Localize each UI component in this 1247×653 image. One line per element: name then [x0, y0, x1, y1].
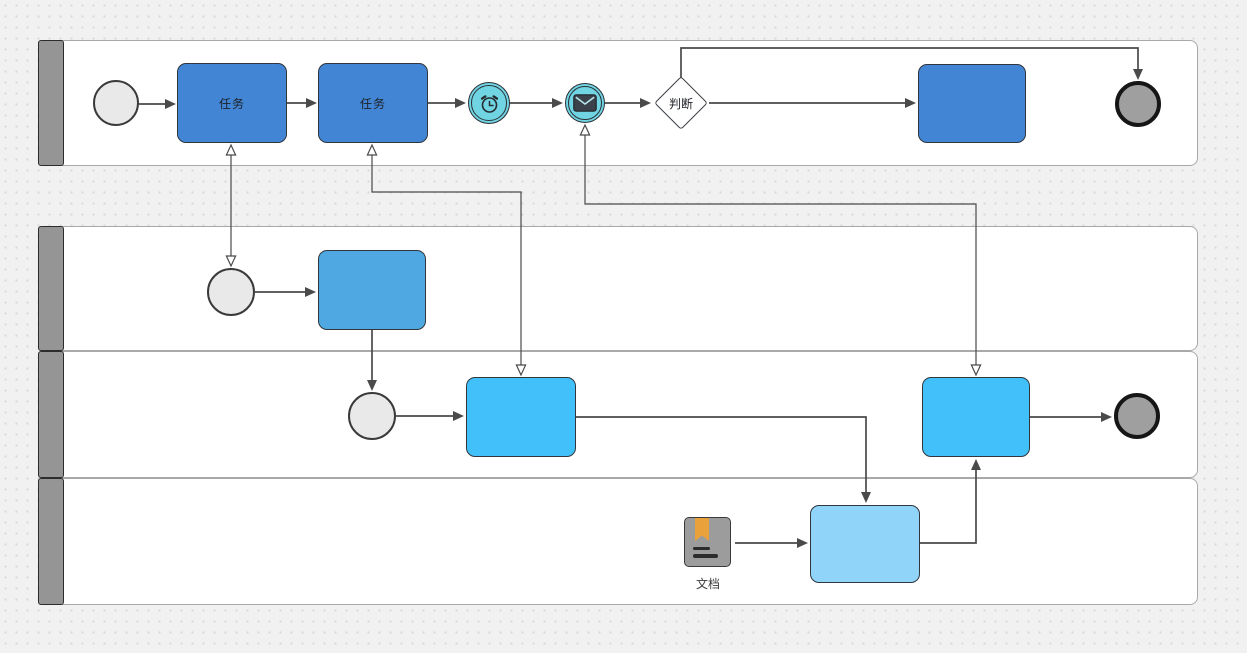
assoc-task1-start2-arrowhead [225, 255, 237, 268]
end-event-2[interactable] [1114, 393, 1160, 439]
document-shape[interactable] [684, 517, 731, 567]
document-text-line [693, 547, 710, 550]
flow-doc-task7-arrowhead [797, 538, 808, 548]
timer-event-inner-ring [471, 85, 507, 121]
lane-4[interactable] [38, 478, 1198, 605]
assoc-message-task6[interactable] [584, 135, 977, 365]
flow-start1-task1-arrowhead [165, 99, 176, 109]
flow-message-gateway-arrowhead [640, 98, 651, 108]
assoc-task2-task5[interactable] [371, 155, 522, 365]
task-4[interactable] [318, 250, 426, 330]
lane-2-header[interactable] [38, 226, 64, 351]
assoc-message-task6-arrowhead [579, 123, 591, 136]
assoc-task1-start2-arrowhead [225, 143, 237, 156]
task-1-label: 任务 [218, 96, 245, 111]
lane-4-header[interactable] [38, 478, 64, 605]
lane-1-header[interactable] [38, 40, 64, 166]
bookmark-icon [695, 518, 709, 541]
flow-task2-timer-arrowhead [455, 98, 466, 108]
flow-gateway-task3-arrowhead [905, 98, 916, 108]
flow-task4-start3-arrowhead [367, 380, 377, 391]
document-text-line [693, 554, 718, 558]
assoc-message-task6-arrowhead [970, 364, 982, 377]
task-5[interactable] [466, 377, 576, 457]
lane-3-header[interactable] [38, 351, 64, 478]
flow-start2-task4-arrowhead [305, 287, 316, 297]
timer-event[interactable] [468, 82, 510, 124]
start-event-3[interactable] [348, 392, 396, 440]
end-event-1[interactable] [1115, 81, 1161, 127]
flow-task6-end2-arrowhead [1101, 412, 1112, 422]
document-label: 文档 [695, 577, 720, 591]
message-event[interactable] [565, 83, 605, 123]
flow-task1-task2-arrowhead [306, 98, 317, 108]
flow-task5-task7[interactable] [576, 416, 867, 492]
start-event-2[interactable] [207, 268, 255, 316]
flow-start3-task5-arrowhead [453, 411, 464, 421]
flow-gateway-end1-arrowhead [1133, 69, 1143, 80]
gateway-label: 判断 [668, 96, 693, 111]
flow-task5-task7-arrowhead [861, 492, 871, 503]
assoc-task2-task5-arrowhead [366, 143, 378, 156]
task-1[interactable]: 任务 [177, 63, 287, 143]
assoc-task2-task5-arrowhead [515, 364, 527, 377]
task-6[interactable] [922, 377, 1030, 457]
task-3[interactable] [918, 64, 1026, 143]
task-2[interactable]: 任务 [318, 63, 428, 143]
flow-task7-task6[interactable] [920, 470, 977, 544]
gateway-decision[interactable]: 判断 [653, 75, 709, 131]
task-7[interactable] [810, 505, 920, 583]
flow-timer-message-arrowhead [552, 98, 563, 108]
flow-task7-task6-arrowhead [971, 459, 981, 470]
start-event-1[interactable] [93, 80, 139, 126]
task-2-label: 任务 [359, 96, 386, 111]
message-event-inner-ring [568, 86, 602, 120]
flow-gateway-end1[interactable] [680, 47, 1139, 78]
